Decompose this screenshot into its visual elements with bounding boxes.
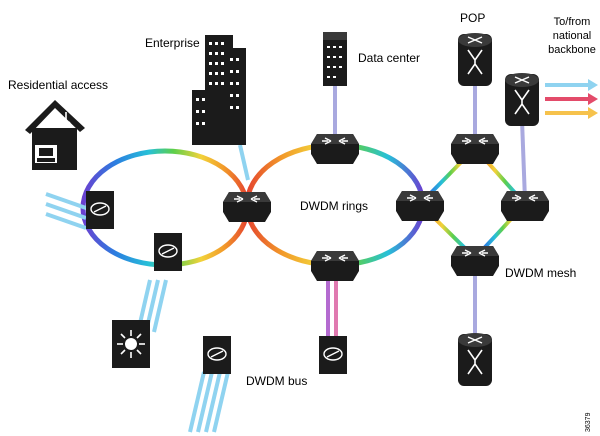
house-icon	[25, 100, 85, 170]
residential-access-label: Residential access	[8, 78, 108, 92]
switch-icon	[112, 320, 150, 368]
dwdm-bus-links	[222, 270, 338, 357]
optical-mux-icon	[153, 232, 183, 272]
core-router-icon	[457, 332, 493, 387]
dwdm-mesh-label: DWDM mesh	[505, 266, 576, 280]
national-label: national	[553, 30, 592, 42]
access-fibers	[45, 144, 250, 433]
dwdm-bus-label: DWDM bus	[246, 374, 307, 388]
to-from-label: To/from	[554, 16, 591, 28]
optical-mux-icon	[85, 190, 115, 230]
pop-label: POP	[460, 11, 485, 25]
core-router-icon	[504, 72, 540, 127]
dwdm-router-icon	[450, 245, 500, 277]
optical-mux-icon	[202, 335, 232, 375]
server-tower-icon	[323, 32, 347, 86]
core-router-icon	[457, 32, 493, 87]
figure-code: 36379	[585, 412, 592, 432]
dwdm-router-icon	[310, 133, 360, 165]
data-center-label: Data center	[358, 51, 420, 65]
dwdm-router-icon	[500, 190, 550, 222]
office-building-icon	[192, 35, 246, 145]
dwdm-router-icon	[222, 191, 272, 223]
dwdm-rings-label: DWDM rings	[300, 199, 368, 213]
backbone-arrows	[545, 79, 598, 119]
dwdm-router-icon	[395, 190, 445, 222]
backbone-label: backbone	[548, 44, 596, 56]
dwdm-router-icon	[450, 133, 500, 165]
optical-mux-icon	[318, 335, 348, 375]
enterprise-label: Enterprise	[145, 36, 200, 50]
dwdm-router-icon	[310, 250, 360, 282]
